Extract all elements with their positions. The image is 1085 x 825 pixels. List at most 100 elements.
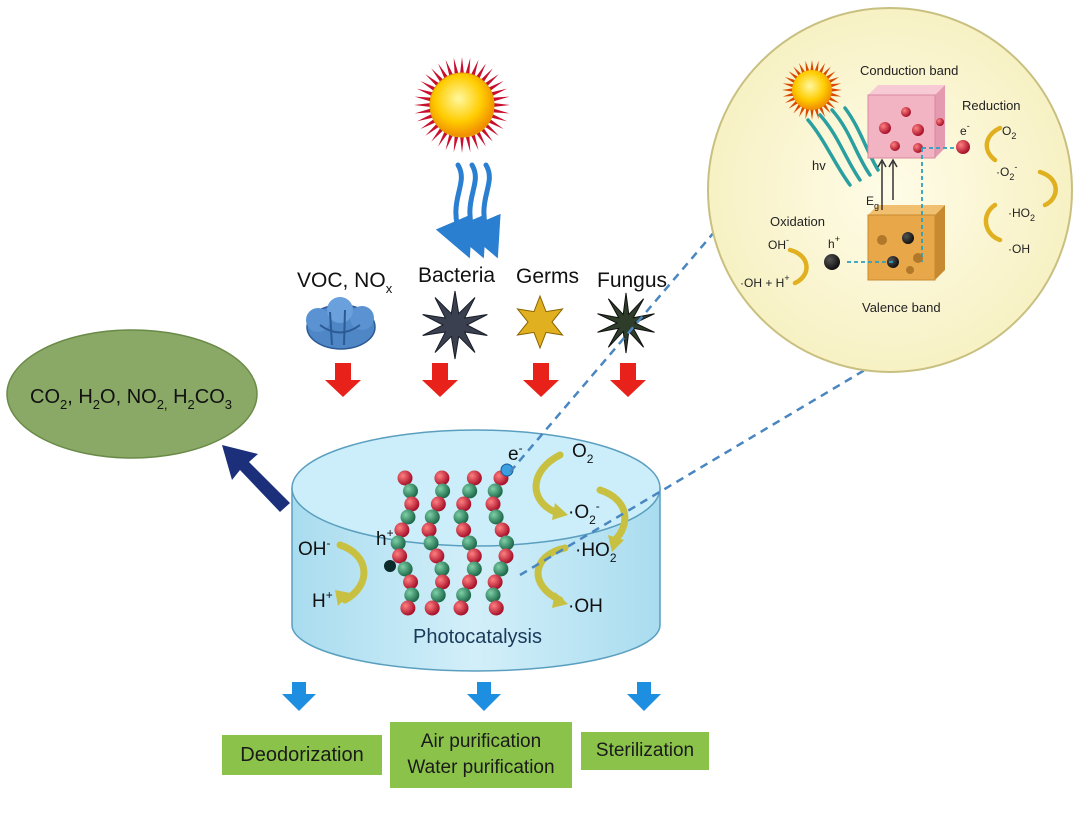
sun-ray [470,132,479,151]
sun-ray [438,63,449,81]
sun-ray [445,132,454,151]
blue-arrow-icon [627,682,661,711]
catalyst-particle [462,535,478,551]
sun-ray [822,103,831,114]
sun-icon [414,57,510,153]
sun-ray [830,83,842,88]
inset-electron-icon [956,140,970,154]
red-arrow-icon [523,363,559,397]
sun-small-icon [782,60,842,120]
sun-ray [416,88,435,97]
catalyst-particle [424,600,440,616]
catalyst-particle [456,587,472,603]
sun-ray [414,96,433,102]
sun-ray [459,57,465,76]
sun-ray [420,118,438,129]
catalyst-particle [400,509,416,525]
sun-ray [431,126,445,142]
valence-band-label: Valence band [862,300,941,315]
catalyst-particle [456,496,472,512]
sun-ray [810,60,814,72]
fungus-icon [597,292,655,354]
catalyst-particle [390,535,406,551]
air-purification-label: Air purification [420,731,542,752]
sterilization-label: Sterilization [595,740,695,761]
o2-label: O2 [572,441,594,466]
voc-cloud-icon [306,297,376,350]
cylinder-title: Photocatalysis [413,626,542,648]
sun-ray [465,134,471,153]
sun-ray [782,88,794,92]
sun-ray [453,57,459,76]
reduction-label: Reduction [962,98,1021,113]
catalyst-particle [453,600,469,616]
inset-superoxide-label: ·O2- [996,162,1017,182]
sterilization-box: Sterilization [581,732,709,770]
catalyst-particle [485,587,501,603]
products-ellipse: CO2, H2O, NO2, H2CO3 [6,329,258,459]
sun-ray [486,118,504,129]
sun-ray [798,62,806,74]
pollutant-fungus-label: Fungus [597,269,667,292]
catalyst-particle [397,561,413,577]
catalyst-particle [498,548,514,564]
band-diagram-inset: Conduction band Reduction Oxidation Vale… [707,7,1073,373]
h-plus-label: H+ [312,588,333,612]
sun-ray [479,126,493,142]
catalyst-particle [487,574,503,590]
sun-ray [425,74,441,88]
sun-ray [483,122,499,136]
pollutant-voc-label: VOC, NOx [297,269,393,296]
oh-radical-label: ·OH [568,596,603,617]
purification-box: Air purification Water purification [390,722,572,788]
catalyst-particle [429,548,445,564]
zoom-lines [509,209,886,577]
catalyst-particle [453,509,469,525]
catalyst-particle [466,548,482,564]
inset-hole-icon [824,254,840,270]
catalyst-particle [397,470,413,486]
sun-ray [489,88,508,97]
catalyst-particle [430,496,446,512]
sun-ray [818,62,826,74]
catalyst-particle [394,522,410,538]
sun-ray [425,122,441,136]
sun-ray [805,108,810,120]
inset-electron-label: e- [960,121,970,138]
oxidation-label: Oxidation [770,214,825,229]
catalyst-particle [456,522,472,538]
catalyst-particle [466,561,482,577]
catalyst-particle [488,600,504,616]
bacteria-icon [422,290,488,360]
oh-minus-label: OH- [298,536,331,560]
sun-ray [782,83,794,88]
sun-ray [818,106,826,118]
sun-ray [828,76,840,84]
sun-ray [784,76,796,84]
sun-ray [798,106,806,118]
sun-ray [784,96,796,104]
blue-arrow-icon [467,682,501,711]
sun-ray [414,108,433,114]
sun-ray [414,102,433,108]
conduction-band-label: Conduction band [860,63,958,78]
electron-label: e- [508,441,523,465]
catalyst-particle [423,535,439,551]
sun-ray [830,88,842,92]
deodorization-box: Deodorization [222,735,382,775]
inset-oh-label: ·OH [1008,242,1030,256]
germs-icon [516,294,564,350]
sun-ray [475,63,486,81]
catalyst-particle [434,561,450,577]
sun-ray [822,66,831,77]
inset-oh-h-label: ·OH + H+ [740,273,790,290]
sun-ray [453,134,459,153]
sun-ray [420,81,438,92]
photocatalysis-cylinder: Photocatalysis e- h+ O2 ·O2- ·HO2 ·OH OH… [291,429,661,672]
sun-ray [486,81,504,92]
catalyst-particle [434,470,450,486]
navy-arrow-icon [222,445,290,512]
sun-ray [793,103,802,114]
